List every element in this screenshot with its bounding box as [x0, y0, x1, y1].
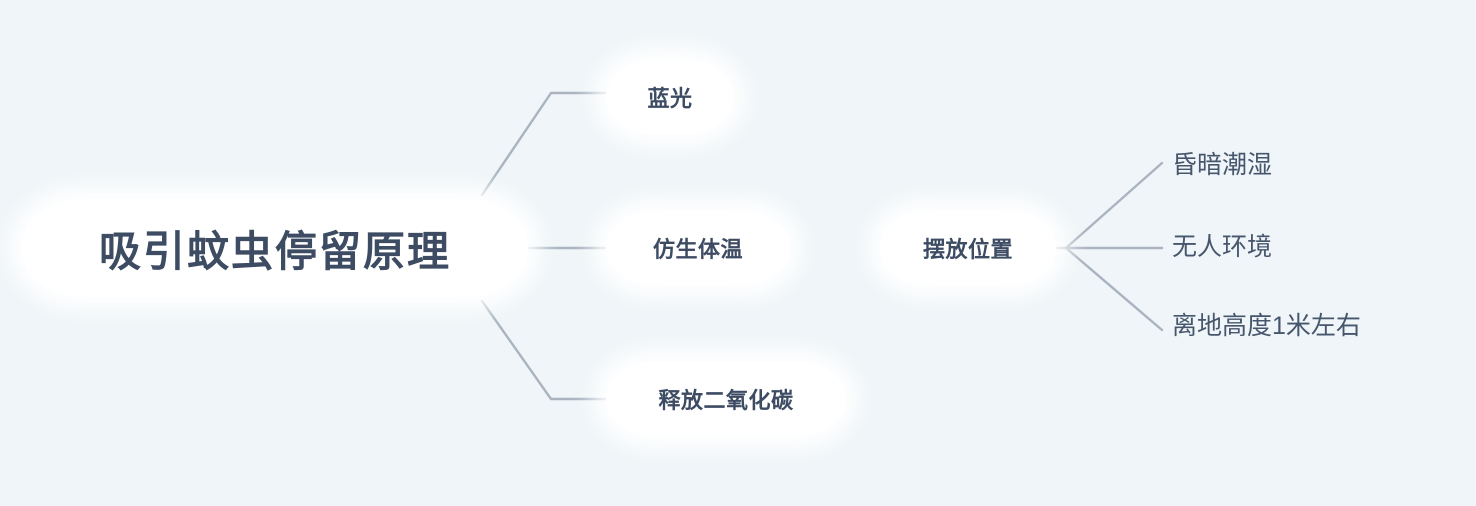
- node-blue-light-label: 蓝光: [647, 86, 693, 111]
- edge-root-to-child-3: [480, 299, 610, 401]
- mindmap-node-bionic-temperature[interactable]: 仿生体温: [606, 211, 790, 285]
- mindmap-node-release-co2[interactable]: 释放二氧化碳: [606, 362, 846, 436]
- mindmap-leaf-dim-damp[interactable]: 昏暗潮湿: [1172, 151, 1273, 179]
- edge-root-to-child-1: [480, 91, 610, 197]
- edge-branch-to-leaf-1: [1064, 161, 1164, 250]
- mindmap-node-placement[interactable]: 摆放位置: [880, 211, 1056, 285]
- mindmap-leaf-height-one-meter[interactable]: 离地高度1米左右: [1172, 312, 1361, 340]
- mindmap-leaf-unoccupied[interactable]: 无人环境: [1172, 233, 1273, 261]
- node-release-co2-label: 释放二氧化碳: [658, 388, 794, 413]
- mindmap-node-root[interactable]: 吸引蚊虫停留原理: [22, 199, 528, 297]
- node-bionic-temperature-label: 仿生体温: [652, 237, 743, 262]
- node-root-label: 吸引蚊虫停留原理: [98, 227, 451, 275]
- edge-branch-to-leaf-3: [1064, 246, 1164, 332]
- node-placement-label: 摆放位置: [922, 237, 1013, 262]
- mindmap-node-blue-light[interactable]: 蓝光: [606, 60, 734, 134]
